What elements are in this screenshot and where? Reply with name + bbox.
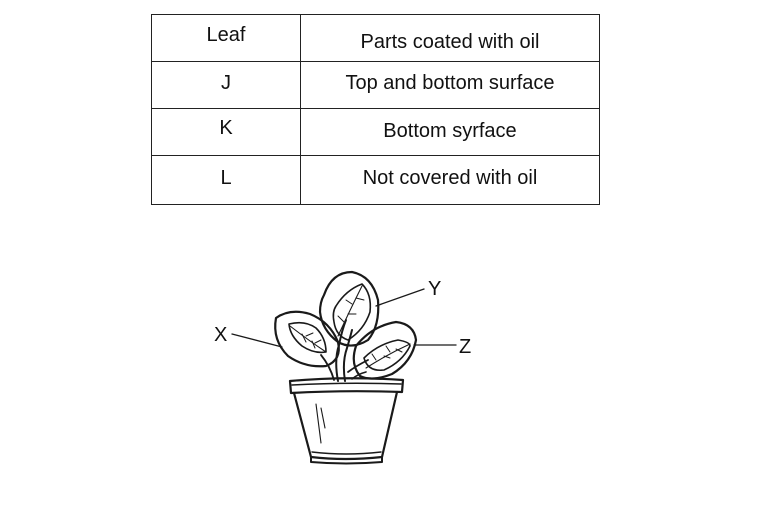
oil-coating-table: Leaf Parts coated with oil J Top and bot… [151,14,600,205]
cell-leaf-l: L [151,155,301,205]
header-parts-coated: Parts coated with oil [300,14,600,62]
table-row: K Bottom syrface [151,108,600,156]
label-line-y [375,288,425,307]
label-z: Z [459,336,471,358]
leaf-z [352,320,418,380]
leaf-x [274,310,340,368]
header-leaf: Leaf [151,14,301,62]
table-header-row: Leaf Parts coated with oil [151,14,600,62]
label-x: X [214,324,227,346]
cell-parts-l: Not covered with oil [300,155,600,205]
leaf-y [318,270,380,347]
cell-parts-k: Bottom syrface [300,108,600,156]
flower-pot [288,377,405,465]
table-row: L Not covered with oil [151,155,600,205]
label-line-x [231,333,283,348]
label-y: Y [428,278,441,300]
cell-leaf-k: K [151,108,301,156]
